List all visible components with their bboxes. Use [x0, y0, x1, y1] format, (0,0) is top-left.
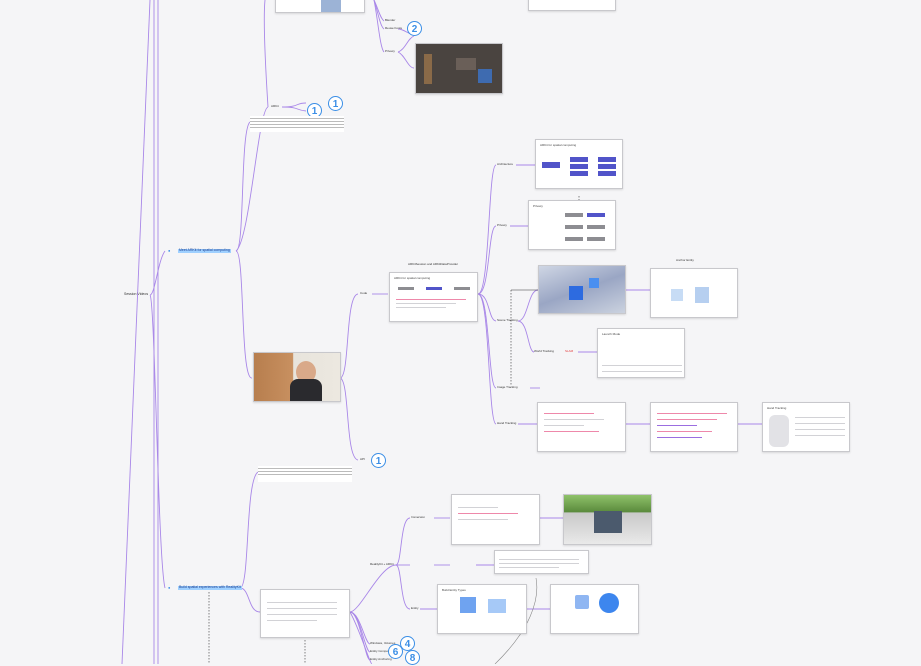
anchor-entity-thumbnail[interactable] — [650, 268, 738, 318]
node-entity-anchoring[interactable]: Entity Anchoring — [370, 657, 392, 661]
code-sample-thumbnail[interactable] — [650, 402, 738, 452]
node-entity[interactable]: Entity — [411, 606, 419, 610]
immersion-scene-thumbnail[interactable] — [563, 494, 652, 545]
node-world-tracking[interactable]: World Tracking — [534, 349, 554, 353]
thumbnail-title: ARKit for spatial computing — [540, 143, 577, 147]
count-badge[interactable]: 8 — [405, 650, 420, 665]
thumbnail-top-right[interactable] — [528, 0, 616, 11]
node-scene-tracking[interactable]: Scene Tracking — [497, 318, 518, 322]
node-privacy[interactable]: Privacy — [497, 223, 507, 227]
count-badge[interactable]: 1 — [371, 453, 386, 468]
branch-node-top[interactable]: Meet ARKit for spatial computing — [178, 248, 231, 253]
code-sample-thumbnail[interactable] — [537, 402, 626, 452]
thumbnail-video-dark[interactable] — [415, 43, 503, 94]
node-privacy-top[interactable]: Privacy — [385, 49, 395, 53]
node-blender[interactable]: Blender — [385, 18, 396, 22]
speaker-thumbnail[interactable] — [253, 352, 341, 402]
privacy-thumbnail[interactable]: Privacy — [528, 200, 616, 250]
branch-node-bottom[interactable]: Build spatial experiences with RealityKi… — [178, 585, 242, 590]
node-entity-components[interactable]: Entity Components — [370, 649, 396, 653]
note-block — [258, 466, 352, 482]
summary-thumbnail[interactable] — [260, 589, 350, 638]
node-windows-volumes[interactable]: Windows, Volumes — [370, 641, 396, 645]
thumbnail-top[interactable] — [275, 0, 365, 13]
entity-types-thumbnail[interactable]: Build Entity Types — [437, 584, 527, 634]
node-code[interactable]: Code — [360, 291, 368, 295]
realitykit-note-thumbnail[interactable] — [494, 550, 589, 574]
root-node[interactable]: Session Videos — [124, 292, 149, 296]
node-reuse-fonts[interactable]: Reuse Fonts — [385, 26, 403, 30]
node-immersion[interactable]: Immersion — [411, 515, 426, 519]
node-hand-tracking[interactable]: Hand Tracking — [497, 421, 517, 425]
scene-thumbnail[interactable] — [538, 265, 626, 314]
thumbnail-caption: Anchor Entity — [676, 258, 694, 262]
architecture-thumbnail[interactable]: ARKit for spatial computing — [535, 139, 623, 189]
thumbnail-title: Hand Tracking — [767, 406, 787, 410]
thumbnail-title: Launch Mode — [602, 332, 621, 336]
launch-mode-thumbnail[interactable]: Launch Mode — [597, 328, 685, 378]
thumbnail-caption: ARKitSession and ARKitDataProvider — [408, 262, 459, 266]
count-badge[interactable]: 2 — [407, 21, 422, 36]
thumbnail-title: Privacy — [533, 204, 543, 208]
thumbnail-title: ARKit for spatial computing — [394, 276, 431, 280]
node-image-tracking[interactable]: Image Tracking — [497, 385, 518, 389]
note-block — [250, 116, 344, 132]
thumbnail-title: Build Entity Types — [442, 588, 466, 592]
branch-bottom-icon: ● — [168, 585, 171, 590]
node-arkit[interactable]: ARKit — [271, 104, 279, 108]
code-thumbnail[interactable]: ARKit for spatial computing — [389, 272, 478, 322]
hand-tracking-thumbnail[interactable]: Hand Tracking — [762, 402, 850, 452]
entity-components-thumbnail[interactable] — [550, 584, 639, 634]
count-badge[interactable]: 6 — [388, 644, 403, 659]
node-api[interactable]: API — [360, 457, 365, 461]
node-slam[interactable]: SLAM — [565, 349, 574, 353]
branch-top-icon: ● — [168, 248, 171, 253]
node-realitykit-arkit[interactable]: RealityKit + ARKit — [370, 562, 394, 566]
count-badge[interactable]: 1 — [328, 96, 343, 111]
node-architecture[interactable]: Architecture — [497, 162, 514, 166]
immersion-code-thumbnail[interactable] — [451, 494, 540, 545]
